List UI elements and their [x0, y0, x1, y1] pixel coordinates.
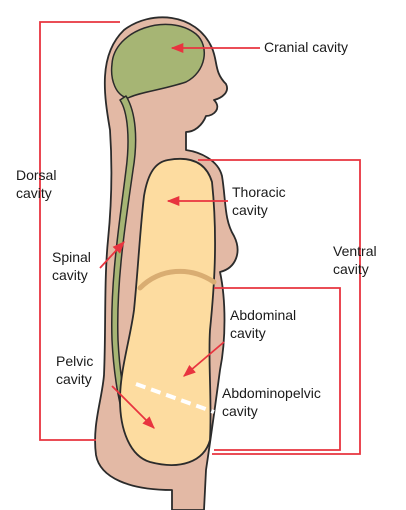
dorsal-bracket	[39, 21, 120, 441]
spinal-arrow	[99, 241, 125, 269]
abdominal-cavity-label-line2: cavity	[230, 325, 266, 341]
diaphragm-line	[137, 268, 217, 291]
spinal-cavity-label-line2: cavity	[52, 267, 88, 283]
pelvic-cavity-label-line2: cavity	[56, 371, 92, 387]
ventral-cavity-label-line2: cavity	[333, 261, 369, 277]
thoracic-cavity-label-line2: cavity	[232, 202, 268, 218]
cranial-cavity-shape	[110, 23, 205, 99]
abdominal-cavity-label-line1: Abdominal	[230, 307, 297, 323]
pelvic-cavity-label-line1: Pelvic	[56, 353, 94, 369]
ventral-bracket	[198, 159, 361, 455]
dorsal-cavity-label-line2: cavity	[16, 185, 52, 201]
abdominopelvic-cavity-label-line2: cavity	[222, 403, 258, 419]
abdominopelvic-separator	[135, 382, 215, 414]
thoracic-cavity-label-line1: Thoracic	[232, 184, 286, 200]
cranial-cavity-label: Cranial cavity	[264, 39, 349, 55]
dorsal-cavity-label-line1: Dorsal	[16, 167, 57, 183]
abdominopelvic-bracket	[214, 287, 341, 451]
abdominopelvic-cavity-label-line1: Abdominopelvic	[222, 385, 321, 401]
abdominal-arrow	[183, 341, 225, 377]
ventral-cavity-label-line1: Ventral	[333, 243, 377, 259]
spinal-cavity-label-line1: Spinal	[52, 249, 91, 265]
pelvic-arrow	[111, 385, 155, 429]
